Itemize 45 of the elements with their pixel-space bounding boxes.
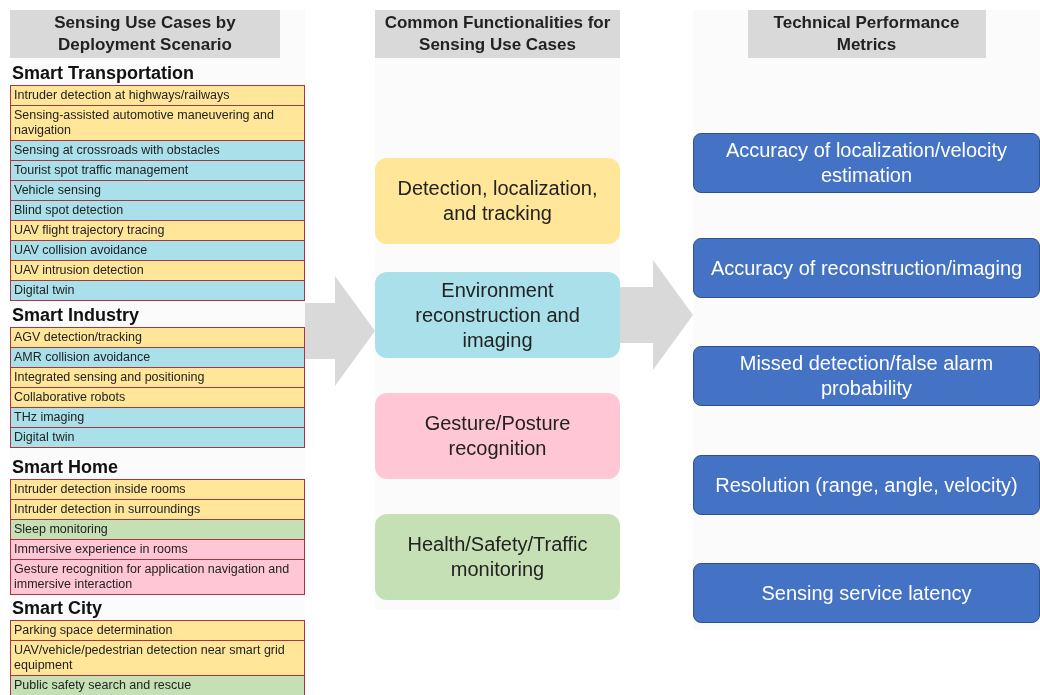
- use-case-row: THz imaging: [10, 407, 305, 428]
- metric-box: Missed detection/false alarm probability: [693, 346, 1040, 406]
- use-case-row: Intruder detection in surroundings: [10, 499, 305, 520]
- function-box: Environment reconstruction and imaging: [375, 272, 620, 358]
- use-case-row: Integrated sensing and positioning: [10, 367, 305, 388]
- use-case-row: Digital twin: [10, 280, 305, 301]
- column-panel: [375, 10, 620, 610]
- use-case-row: Sensing-assisted automotive maneuvering and navigation: [10, 105, 305, 141]
- use-case-row: Gesture recognition for application navigation and immersive interaction: [10, 559, 305, 595]
- use-case-row: Intruder detection at highways/railways: [10, 85, 305, 106]
- use-case-row: Vehicle sensing: [10, 180, 305, 201]
- column-panel: [10, 10, 305, 695]
- use-case-row: UAV flight trajectory tracing: [10, 220, 305, 241]
- use-case-row: Tourist spot traffic management: [10, 160, 305, 181]
- category-heading: Smart Home: [12, 457, 120, 477]
- use-case-row: AGV detection/tracking: [10, 327, 305, 348]
- use-case-row: Blind spot detection: [10, 200, 305, 221]
- metric-box: Accuracy of localization/velocity estimation: [693, 133, 1040, 193]
- use-case-row: UAV intrusion detection: [10, 260, 305, 281]
- category-heading: Smart Industry: [12, 305, 141, 325]
- function-box: Health/Safety/Traffic monitoring: [375, 514, 620, 600]
- category-heading: Smart City: [12, 598, 104, 618]
- metric-box: Resolution (range, angle, velocity): [693, 455, 1040, 515]
- use-case-row: UAV/vehicle/pedestrian detection near smart grid equipment: [10, 640, 305, 676]
- metric-box: Accuracy of reconstruction/imaging: [693, 238, 1040, 298]
- block-arrow: [620, 260, 693, 370]
- use-case-row: Parking space determination: [10, 620, 305, 641]
- use-case-row: Immersive experience in rooms: [10, 539, 305, 560]
- column-header: Sensing Use Cases by Deployment Scenario: [10, 10, 280, 58]
- metric-box: Sensing service latency: [693, 563, 1040, 623]
- column-header: Technical Performance Metrics: [747, 10, 986, 58]
- use-case-row: Public safety search and rescue: [10, 675, 305, 695]
- use-case-row: Collaborative robots: [10, 387, 305, 408]
- function-box: Gesture/Posture recognition: [375, 393, 620, 479]
- column-panel: [693, 10, 1040, 630]
- use-case-row: UAV collision avoidance: [10, 240, 305, 261]
- use-case-row: Sleep monitoring: [10, 519, 305, 540]
- use-case-row: Intruder detection inside rooms: [10, 479, 305, 500]
- use-case-row: Digital twin: [10, 427, 305, 448]
- function-box: Detection, localization, and tracking: [375, 158, 620, 244]
- column-header: Common Functionalities for Sensing Use Cases: [375, 10, 620, 58]
- category-heading: Smart Transportation: [12, 63, 196, 83]
- use-case-row: AMR collision avoidance: [10, 347, 305, 368]
- block-arrow: [305, 276, 375, 386]
- use-case-row: Sensing at crossroads with obstacles: [10, 140, 305, 161]
